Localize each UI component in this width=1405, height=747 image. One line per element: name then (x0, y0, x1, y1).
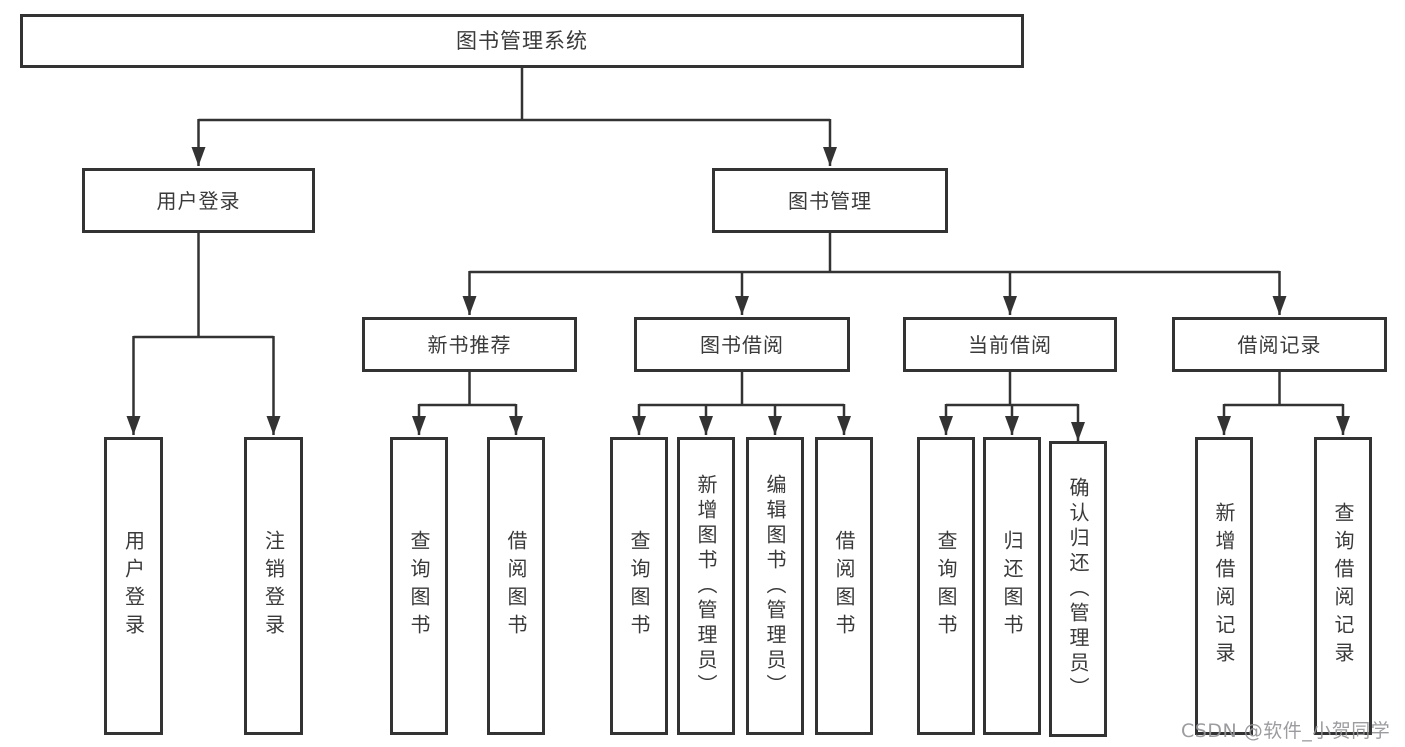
node-label-br-add: 新增借阅记录 (1212, 502, 1236, 670)
node-box-v-logout: 注销登录 (244, 437, 303, 735)
node-box-current-borrow: 当前借阅 (903, 317, 1117, 372)
node-label-user-login: 用户登录 (156, 188, 241, 213)
node-label-book-borrow: 图书借阅 (700, 332, 784, 357)
node-label-cb-confirm: 确认归还（管理员） (1066, 476, 1090, 702)
node-label-bb-edit: 编辑图书（管理员） (763, 473, 787, 699)
node-box-cb-confirm: 确认归还（管理员） (1049, 441, 1107, 737)
node-label-nb-query: 查询图书 (407, 530, 431, 642)
node-label-nb-borrow: 借阅图书 (504, 530, 528, 642)
node-box-new-book-rec: 新书推荐 (362, 317, 577, 372)
node-box-cb-return: 归还图书 (983, 437, 1041, 735)
node-box-br-query: 查询借阅记录 (1314, 437, 1372, 735)
node-label-book-mgmt: 图书管理 (788, 188, 872, 213)
node-label-v-logout: 注销登录 (261, 530, 286, 642)
node-box-bb-borrow: 借阅图书 (815, 437, 873, 735)
node-label-v-user-login: 用户登录 (121, 530, 146, 642)
node-label-cb-return: 归还图书 (1000, 530, 1024, 642)
node-box-root: 图书管理系统 (20, 14, 1024, 68)
node-box-book-borrow: 图书借阅 (634, 317, 850, 372)
node-label-cb-query: 查询图书 (934, 530, 958, 642)
node-label-borrow-records: 借阅记录 (1237, 332, 1322, 357)
csdn-watermark: CSDN @软件_小贺同学 (1181, 720, 1391, 742)
node-box-nb-borrow: 借阅图书 (487, 437, 545, 735)
node-box-bb-edit: 编辑图书（管理员） (746, 437, 804, 735)
node-box-cb-query: 查询图书 (917, 437, 975, 735)
node-box-nb-query: 查询图书 (390, 437, 448, 735)
node-box-user-login: 用户登录 (82, 168, 315, 233)
node-box-borrow-records: 借阅记录 (1172, 317, 1387, 372)
node-label-bb-query: 查询图书 (627, 530, 651, 642)
node-box-v-user-login: 用户登录 (104, 437, 163, 735)
node-box-book-mgmt: 图书管理 (712, 168, 948, 233)
node-box-bb-add: 新增图书（管理员） (677, 437, 735, 735)
node-box-bb-query: 查询图书 (610, 437, 668, 735)
node-label-bb-add: 新增图书（管理员） (694, 473, 718, 699)
node-box-br-add: 新增借阅记录 (1195, 437, 1253, 735)
node-label-new-book-rec: 新书推荐 (427, 332, 512, 357)
node-label-current-borrow: 当前借阅 (968, 332, 1052, 357)
node-label-br-query: 查询借阅记录 (1331, 502, 1355, 670)
node-label-root: 图书管理系统 (456, 28, 588, 53)
node-label-bb-borrow: 借阅图书 (832, 530, 856, 642)
